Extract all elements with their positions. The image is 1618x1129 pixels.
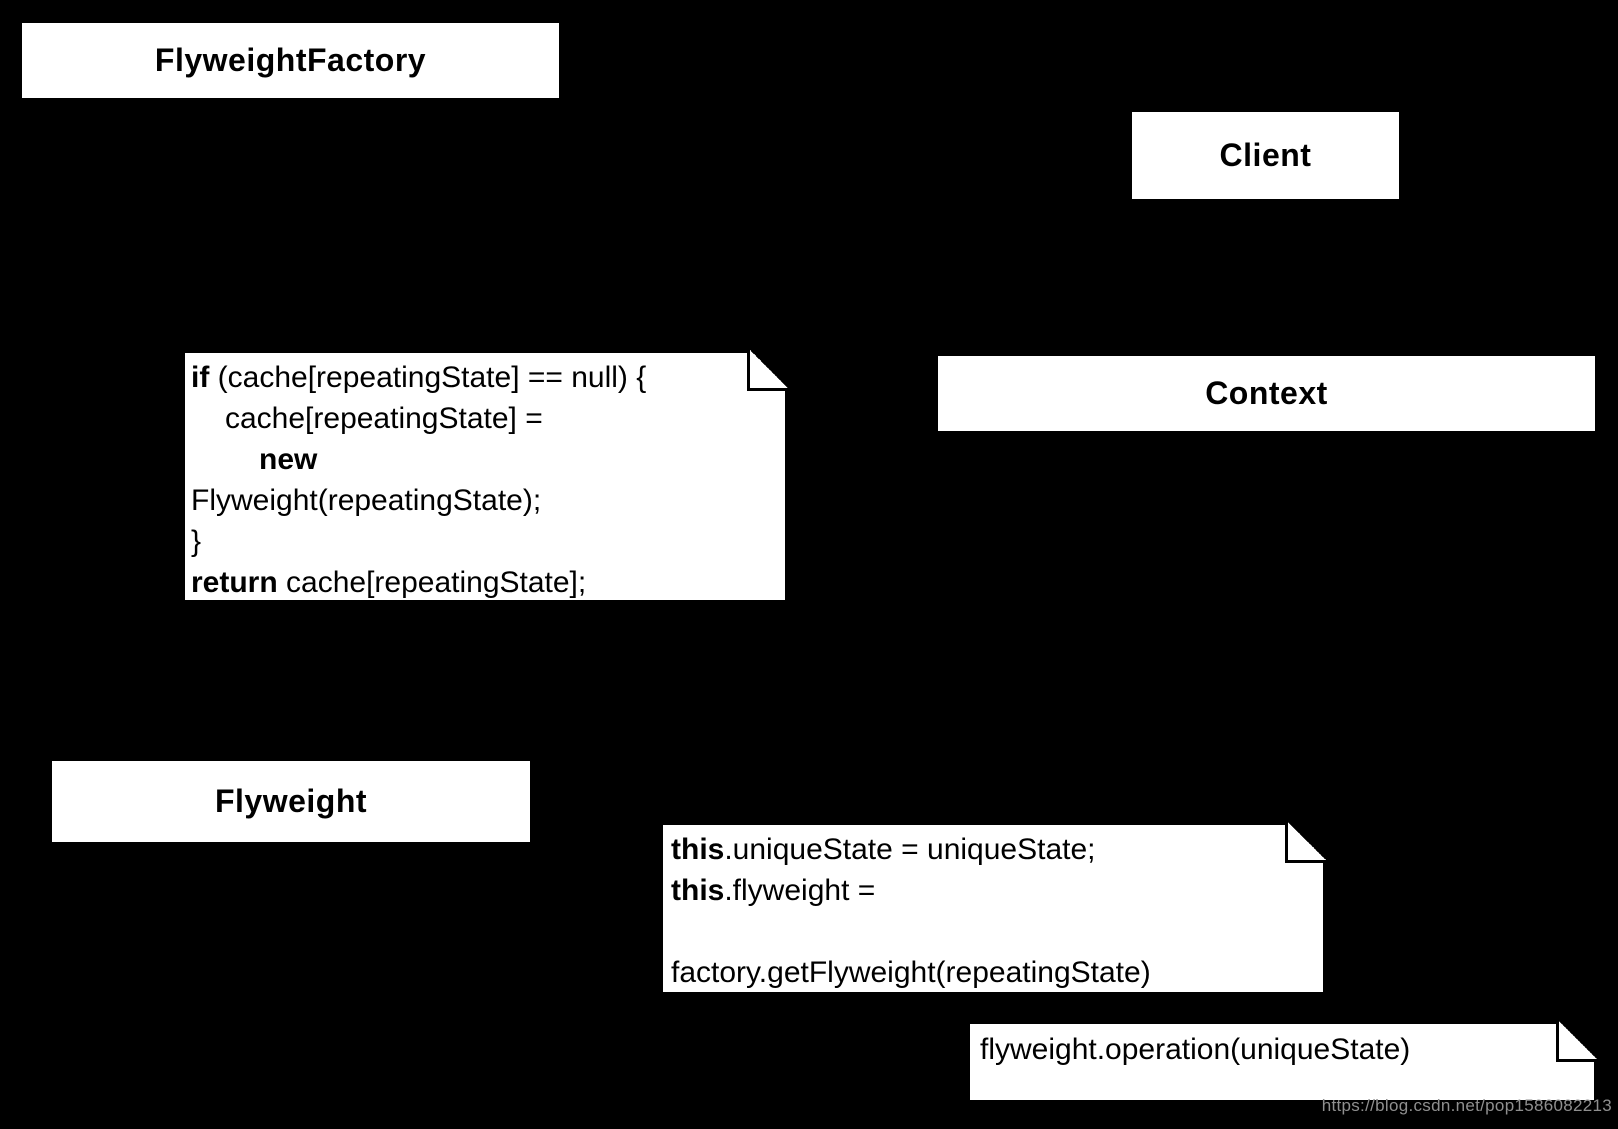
note-fold-corner-icon	[747, 350, 788, 391]
code-text: cache[repeatingState];	[277, 566, 587, 599]
code-keyword: return	[191, 566, 278, 599]
code-line: cache[repeatingState] =	[191, 398, 779, 439]
code-keyword: this	[671, 833, 725, 866]
code-keyword: if	[191, 361, 210, 394]
note-context-code: this.uniqueState = uniqueState; this.fly…	[660, 822, 1326, 995]
code-line: factory.getFlyweight(repeatingState)	[671, 952, 1315, 993]
code-keyword: new	[259, 443, 318, 476]
code-line: if (cache[repeatingState] == null) {	[191, 357, 779, 398]
class-title-flyweight-factory: FlyweightFactory	[154, 42, 427, 78]
note-factory-code: if (cache[repeatingState] == null) { cac…	[182, 350, 788, 603]
code-text: .flyweight =	[724, 874, 876, 907]
code-line: this.uniqueState = uniqueState;	[671, 829, 1315, 870]
code-line: }	[191, 521, 779, 562]
class-title-client: Client	[1219, 137, 1312, 173]
code-text: flyweight.operation(uniqueState)	[980, 1033, 1411, 1066]
class-box-client: Client	[1132, 112, 1399, 199]
note-fold-corner-icon	[1285, 822, 1326, 863]
class-box-flyweight-factory: FlyweightFactory	[22, 23, 559, 98]
code-keyword: this	[671, 874, 725, 907]
note-fold-corner-icon	[1556, 1021, 1597, 1062]
watermark-url: https://blog.csdn.net/pop1586082213	[1321, 1096, 1612, 1115]
code-line	[671, 911, 1315, 952]
class-title-flyweight: Flyweight	[214, 783, 368, 819]
code-line: new	[191, 439, 779, 480]
class-box-context: Context	[938, 356, 1595, 431]
code-text: factory.getFlyweight(repeatingState)	[671, 956, 1151, 989]
class-box-flyweight: Flyweight	[52, 761, 530, 842]
code-line: return cache[repeatingState];	[191, 562, 779, 603]
class-title-context: Context	[1205, 375, 1328, 411]
code-text: (cache[repeatingState] == null) {	[209, 361, 647, 394]
code-text: .uniqueState = uniqueState;	[724, 833, 1096, 866]
code-text: cache[repeatingState] =	[225, 402, 543, 435]
code-line: Flyweight(repeatingState);	[191, 480, 779, 521]
code-text: Flyweight(repeatingState);	[191, 484, 542, 517]
code-line: flyweight.operation(uniqueState)	[980, 1029, 1584, 1070]
note-operation-code: flyweight.operation(uniqueState)	[967, 1021, 1597, 1103]
code-line: this.flyweight =	[671, 870, 1315, 911]
code-text: }	[191, 525, 202, 558]
